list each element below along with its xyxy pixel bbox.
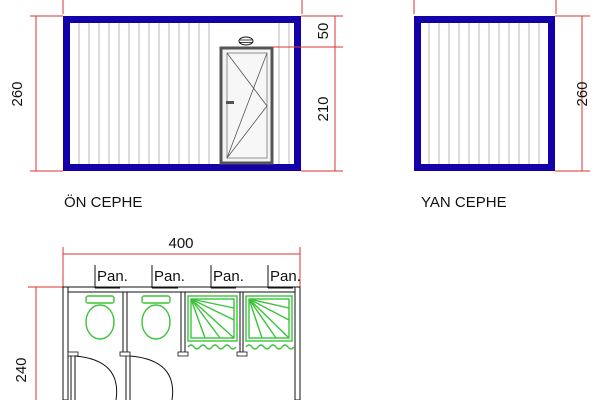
plan-left-wall	[62, 286, 69, 400]
panel-label-group: Pan. Pan. Pan. Pan.	[94, 265, 301, 289]
plan-right-wall	[294, 286, 301, 400]
side-corrugation	[428, 23, 540, 164]
toilet-door-2	[125, 355, 174, 400]
panel-label: Pan.	[97, 268, 128, 285]
dim-side-height: 260	[574, 81, 591, 106]
cladding-rib	[118, 23, 120, 164]
side-elevation-label: YAN CEPHE	[421, 194, 507, 211]
shower-tray-icon	[187, 295, 238, 350]
cladding-rib	[198, 23, 200, 164]
floor-plan: 400 240	[13, 235, 301, 400]
cladding-rib	[208, 23, 210, 164]
door	[219, 46, 274, 165]
cladding-rib	[128, 23, 130, 164]
toilet-icon	[141, 295, 171, 340]
cladding-rib	[478, 23, 480, 164]
cladding-rib	[138, 23, 140, 164]
cladding-rib	[188, 23, 190, 164]
side-elevation: 260 YAN CEPHE	[413, 0, 591, 211]
front-corrugation	[78, 23, 290, 164]
cladding-rib	[538, 23, 540, 164]
toilet-door-1	[70, 355, 118, 400]
front-elevation-label: ÖN CEPHE	[64, 193, 142, 211]
cladding-rib	[428, 23, 430, 164]
panel-label: Pan.	[154, 268, 185, 285]
dim-front-top: 50	[315, 23, 332, 40]
cladding-rib	[98, 23, 100, 164]
cladding-rib	[168, 23, 170, 164]
cladding-rib	[488, 23, 490, 164]
dim-front-height: 260	[9, 81, 26, 106]
panel-label: Pan.	[270, 268, 301, 285]
cladding-rib	[458, 23, 460, 164]
cladding-rib	[78, 23, 80, 164]
panel-label: Pan.	[213, 268, 244, 285]
cladding-rib	[178, 23, 180, 164]
cladding-rib	[498, 23, 500, 164]
toilet-icon	[85, 295, 115, 340]
cladding-rib	[88, 23, 90, 164]
side-wall-panel	[421, 23, 548, 164]
front-elevation: 260 50 210 ÖN CEPHE	[9, 0, 343, 211]
cladding-rib	[528, 23, 530, 164]
shower-tray-icon	[245, 295, 295, 350]
cladding-rib	[508, 23, 510, 164]
cladding-rib	[158, 23, 160, 164]
cladding-rib	[518, 23, 520, 164]
cladding-rib	[148, 23, 150, 164]
cladding-rib	[448, 23, 450, 164]
vent-icon	[238, 36, 254, 46]
cladding-rib	[438, 23, 440, 164]
cladding-rib	[468, 23, 470, 164]
dim-front-door: 210	[315, 96, 332, 121]
cladding-rib	[288, 23, 290, 164]
cladding-rib	[278, 23, 280, 164]
dim-plan-depth: 240	[13, 357, 30, 382]
cladding-rib	[108, 23, 110, 164]
door-handle	[226, 101, 234, 104]
dim-plan-width: 400	[168, 235, 193, 252]
